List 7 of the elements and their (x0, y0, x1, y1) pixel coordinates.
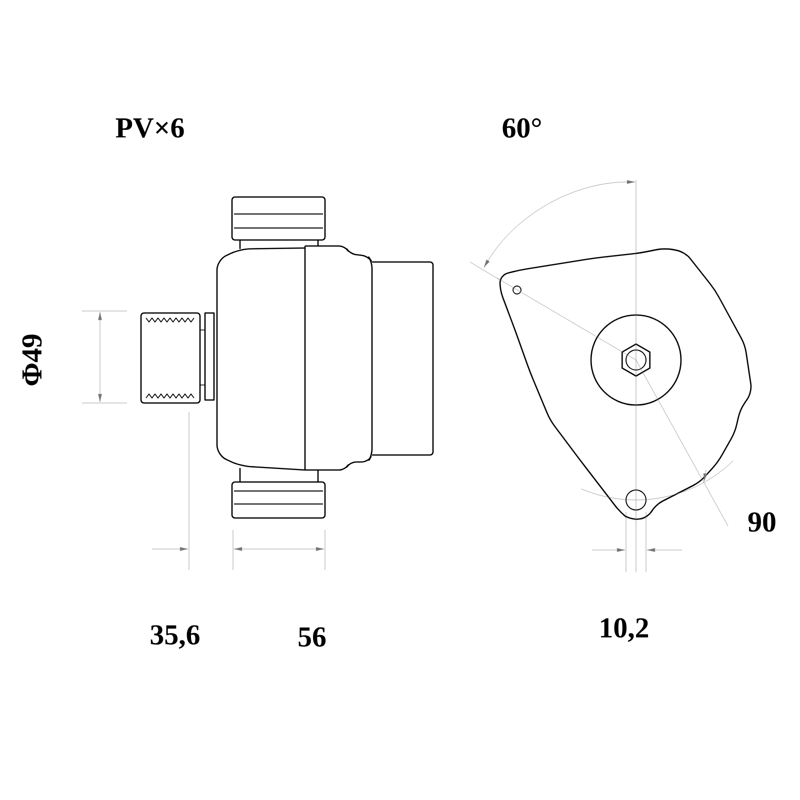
dimension-label: 35,6 (150, 625, 200, 649)
dimension-label: 10,2 (601, 618, 648, 642)
dimension-label: PV×6 (116, 118, 184, 138)
dimension-label: 56 (298, 627, 326, 647)
dimension-label: 90 (748, 512, 776, 532)
dimension-label: 60° (502, 118, 541, 138)
dimension-label: Φ49 (22, 334, 42, 386)
